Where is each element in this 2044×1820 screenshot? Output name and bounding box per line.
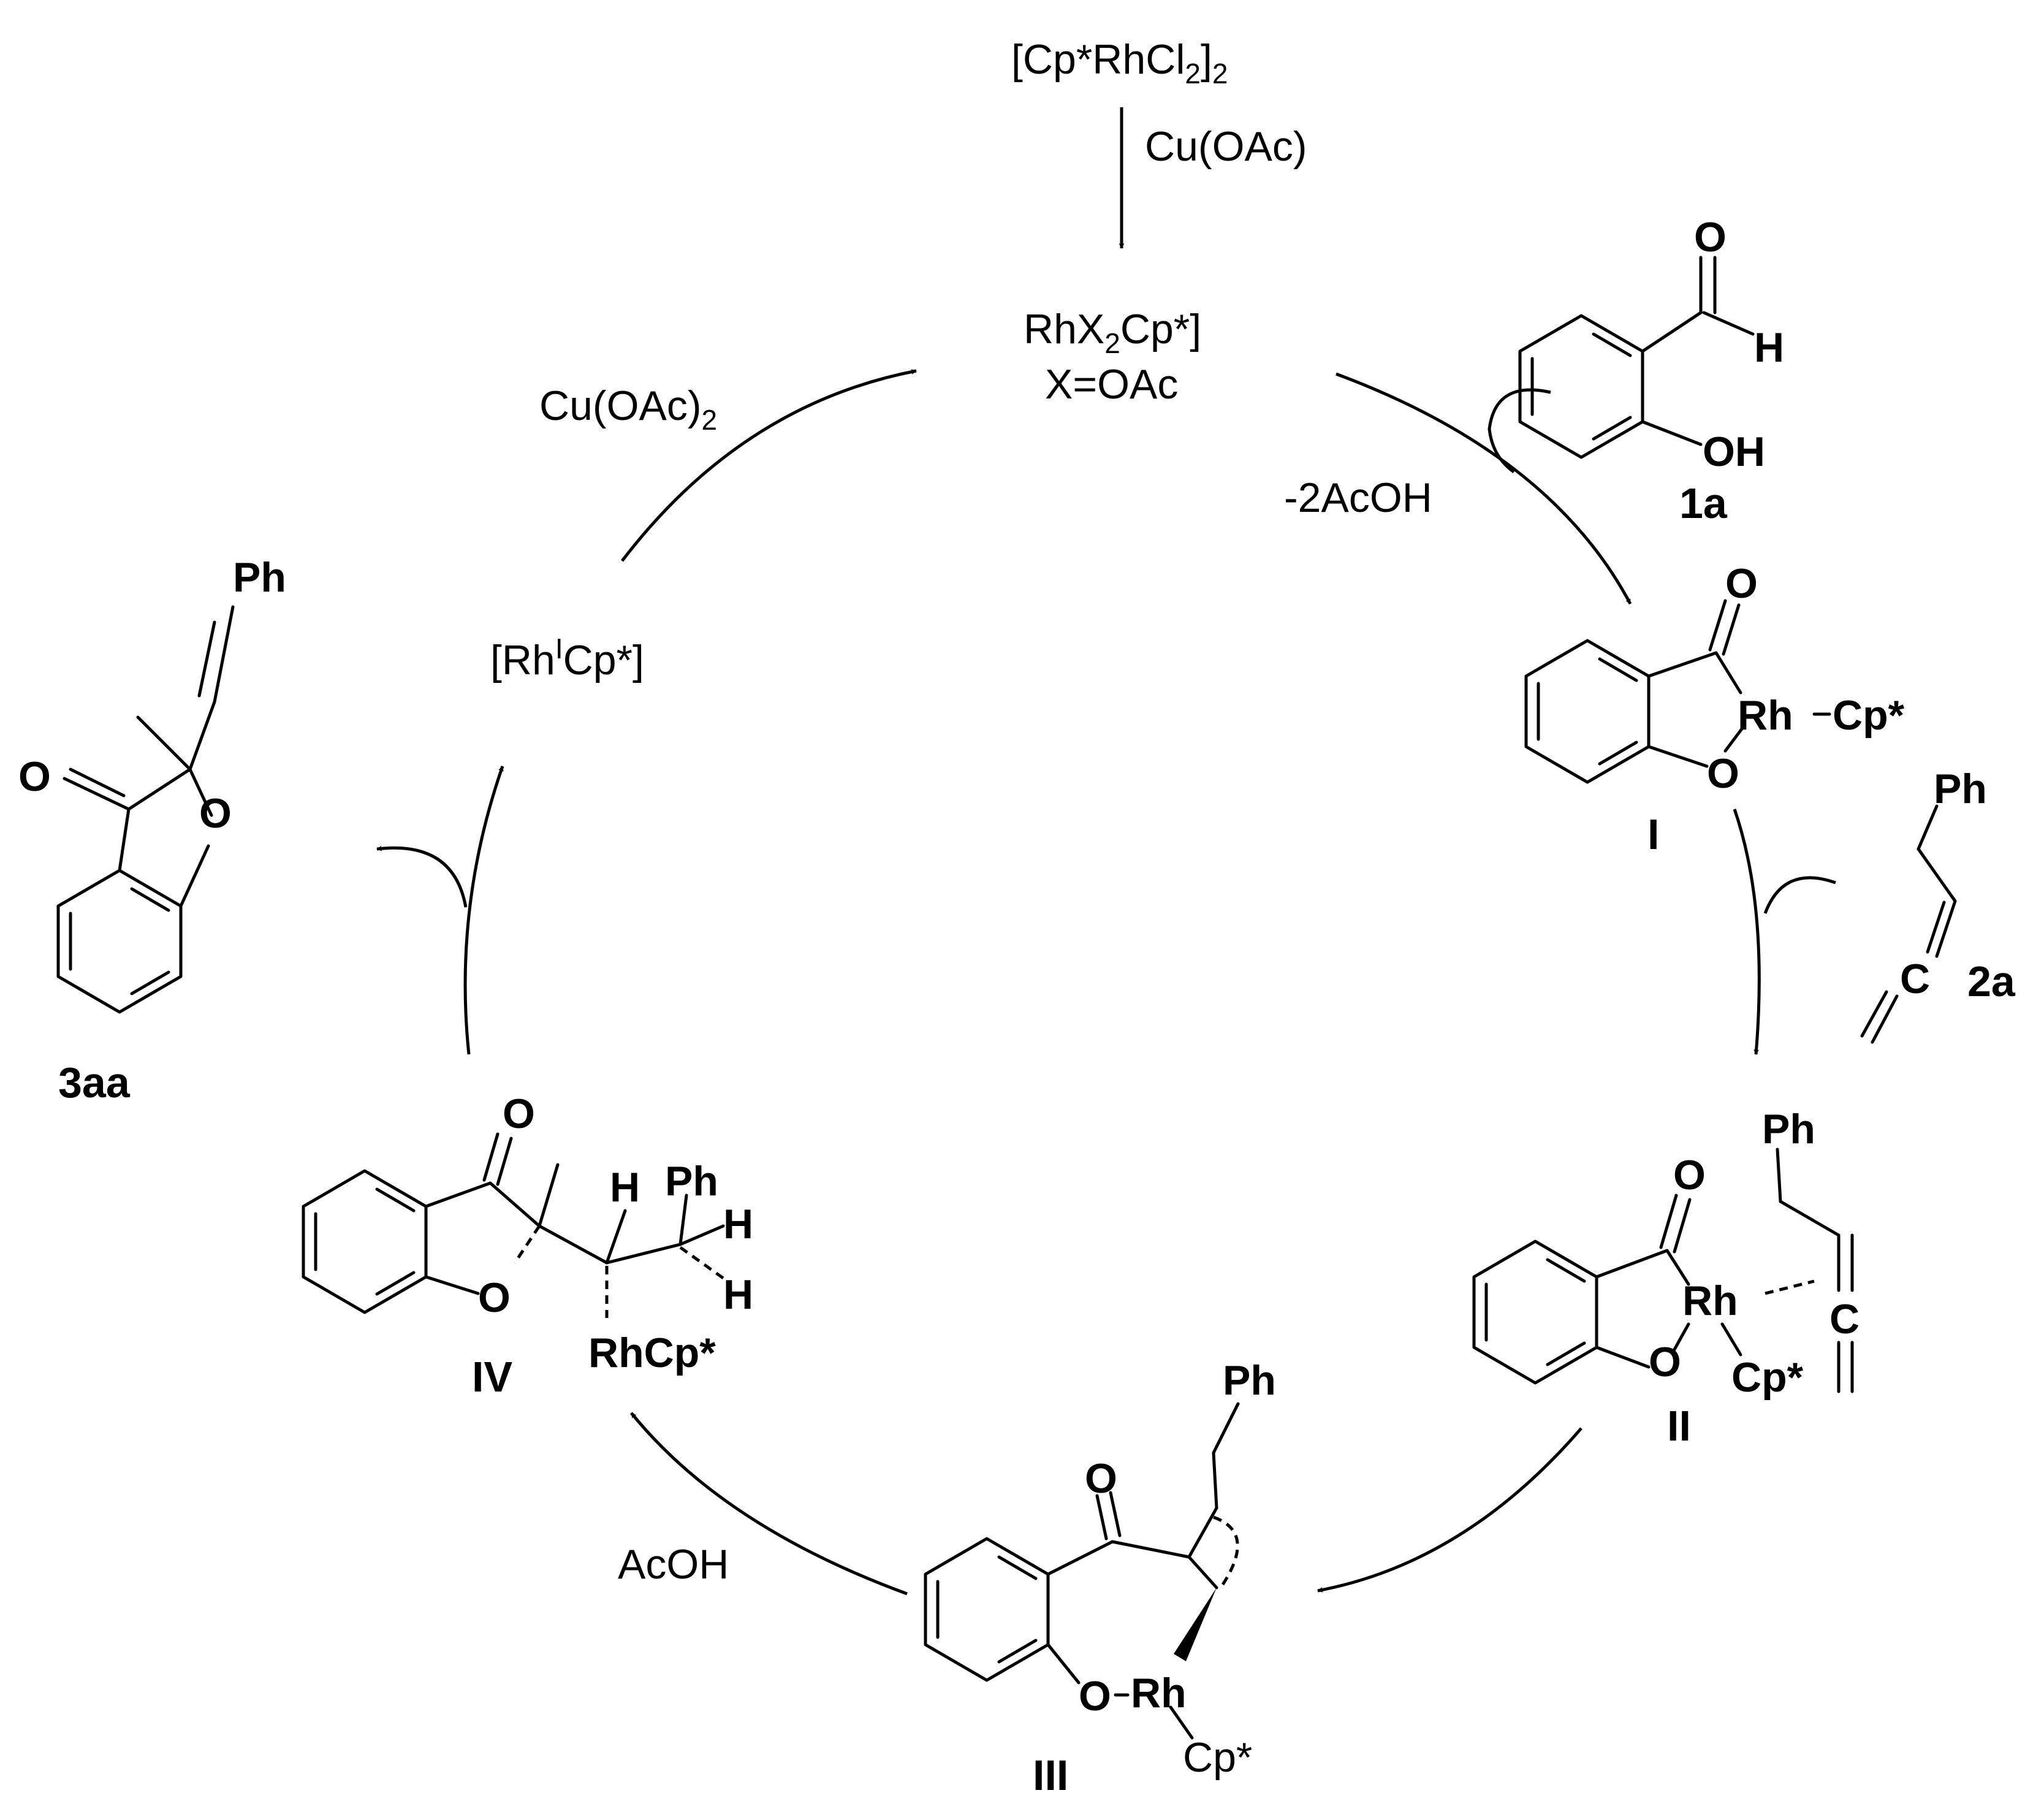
svg-text:[RhICp*]: [RhICp*]: [490, 633, 644, 683]
minus-acoh-label: -2AcOH: [1284, 474, 1432, 521]
arrow-III-to-IV: [630, 1412, 908, 1596]
svg-text:Rh: Rh: [1131, 1670, 1187, 1716]
arrow-2a-entry: [1763, 876, 1836, 914]
svg-text:RhCp*: RhCp*: [588, 1330, 716, 1376]
oxidant-label: Cu(OAc)2: [539, 383, 717, 436]
active-catalyst-label: RhX2Cp*]: [1024, 306, 1201, 359]
svg-text:H: H: [723, 1201, 753, 1247]
svg-text:Rh: Rh: [1738, 692, 1793, 739]
svg-text:O: O: [1673, 1152, 1706, 1198]
arrow-IV-to-RhI: [463, 766, 504, 1055]
arrow-1a-entry: [1487, 388, 1551, 474]
compound-IV-label: IV: [472, 1353, 512, 1401]
svg-text:Ph: Ph: [665, 1158, 718, 1205]
compound-II-structure: O Rh O Cp* Ph C: [1472, 1106, 1860, 1401]
svg-text:O: O: [478, 1274, 511, 1321]
svg-text:O: O: [1725, 560, 1758, 607]
arrow-II-to-III: [1317, 1427, 1582, 1593]
additive-label: Cu(OAc): [1145, 123, 1307, 170]
svg-text:C: C: [1900, 956, 1930, 1002]
arrow-catalyst-to-I: [1335, 372, 1632, 605]
svg-text:Cp*: Cp*: [1183, 1734, 1252, 1781]
svg-text:Ph: Ph: [1223, 1357, 1276, 1404]
arrow-I-to-II: [1733, 809, 1761, 1055]
svg-text:Ph: Ph: [1762, 1106, 1815, 1152]
svg-text:Cp*: Cp*: [1833, 692, 1905, 739]
svg-text:Cp*: Cp*: [1731, 1354, 1804, 1401]
svg-text:C: C: [1829, 1296, 1860, 1342]
svg-text:O: O: [199, 790, 232, 837]
compound-2a-structure: Ph C: [1860, 766, 1987, 1044]
svg-text:OH: OH: [1703, 428, 1765, 475]
svg-text:O: O: [1707, 750, 1739, 797]
svg-text:O: O: [1694, 214, 1727, 261]
compound-III-structure: O Ph O Rh Cp*: [924, 1357, 1276, 1781]
svg-text:H: H: [610, 1164, 640, 1211]
svg-text:O: O: [18, 753, 51, 800]
compound-1a-label: 1a: [1679, 479, 1728, 527]
svg-text:Ph: Ph: [1934, 766, 1987, 812]
svg-text:Ph: Ph: [233, 554, 286, 601]
arrow-RhI-to-catalyst: [621, 369, 917, 562]
compound-3aa-structure: O O Ph: [18, 554, 286, 1014]
svg-text:H: H: [1754, 324, 1784, 371]
compound-IV-structure: O O H Ph H H RhCp*: [302, 1091, 753, 1376]
compound-I-structure: O Rh Cp* O: [1524, 560, 1905, 797]
svg-text:O: O: [503, 1091, 535, 1137]
compound-III-label: III: [1033, 1751, 1068, 1799]
compound-1a-structure: O H OH: [1518, 214, 1784, 475]
compound-2a-label: 2a: [1967, 958, 2016, 1005]
catalyst-definition: X=OAc: [1045, 361, 1178, 408]
arrow-3aa-release: [376, 845, 468, 908]
compound-I-label: I: [1647, 810, 1659, 858]
rh1-label: [RhICp*]: [490, 633, 644, 683]
compound-II-label: II: [1667, 1402, 1691, 1450]
acoh-label: AcOH: [618, 1541, 729, 1588]
svg-text:RhX2Cp*]: RhX2Cp*]: [1024, 306, 1201, 359]
svg-text:[Cp*RhCl2]2: [Cp*RhCl2]2: [1011, 36, 1228, 89]
svg-text:O: O: [1085, 1455, 1117, 1502]
svg-text:O: O: [1079, 1673, 1111, 1719]
precatalyst-label: [Cp*RhCl2]2: [1011, 36, 1228, 89]
svg-text:O: O: [1649, 1339, 1681, 1385]
svg-text:Rh: Rh: [1682, 1277, 1738, 1324]
svg-text:H: H: [723, 1271, 753, 1318]
compound-3aa-label: 3aa: [58, 1059, 131, 1106]
